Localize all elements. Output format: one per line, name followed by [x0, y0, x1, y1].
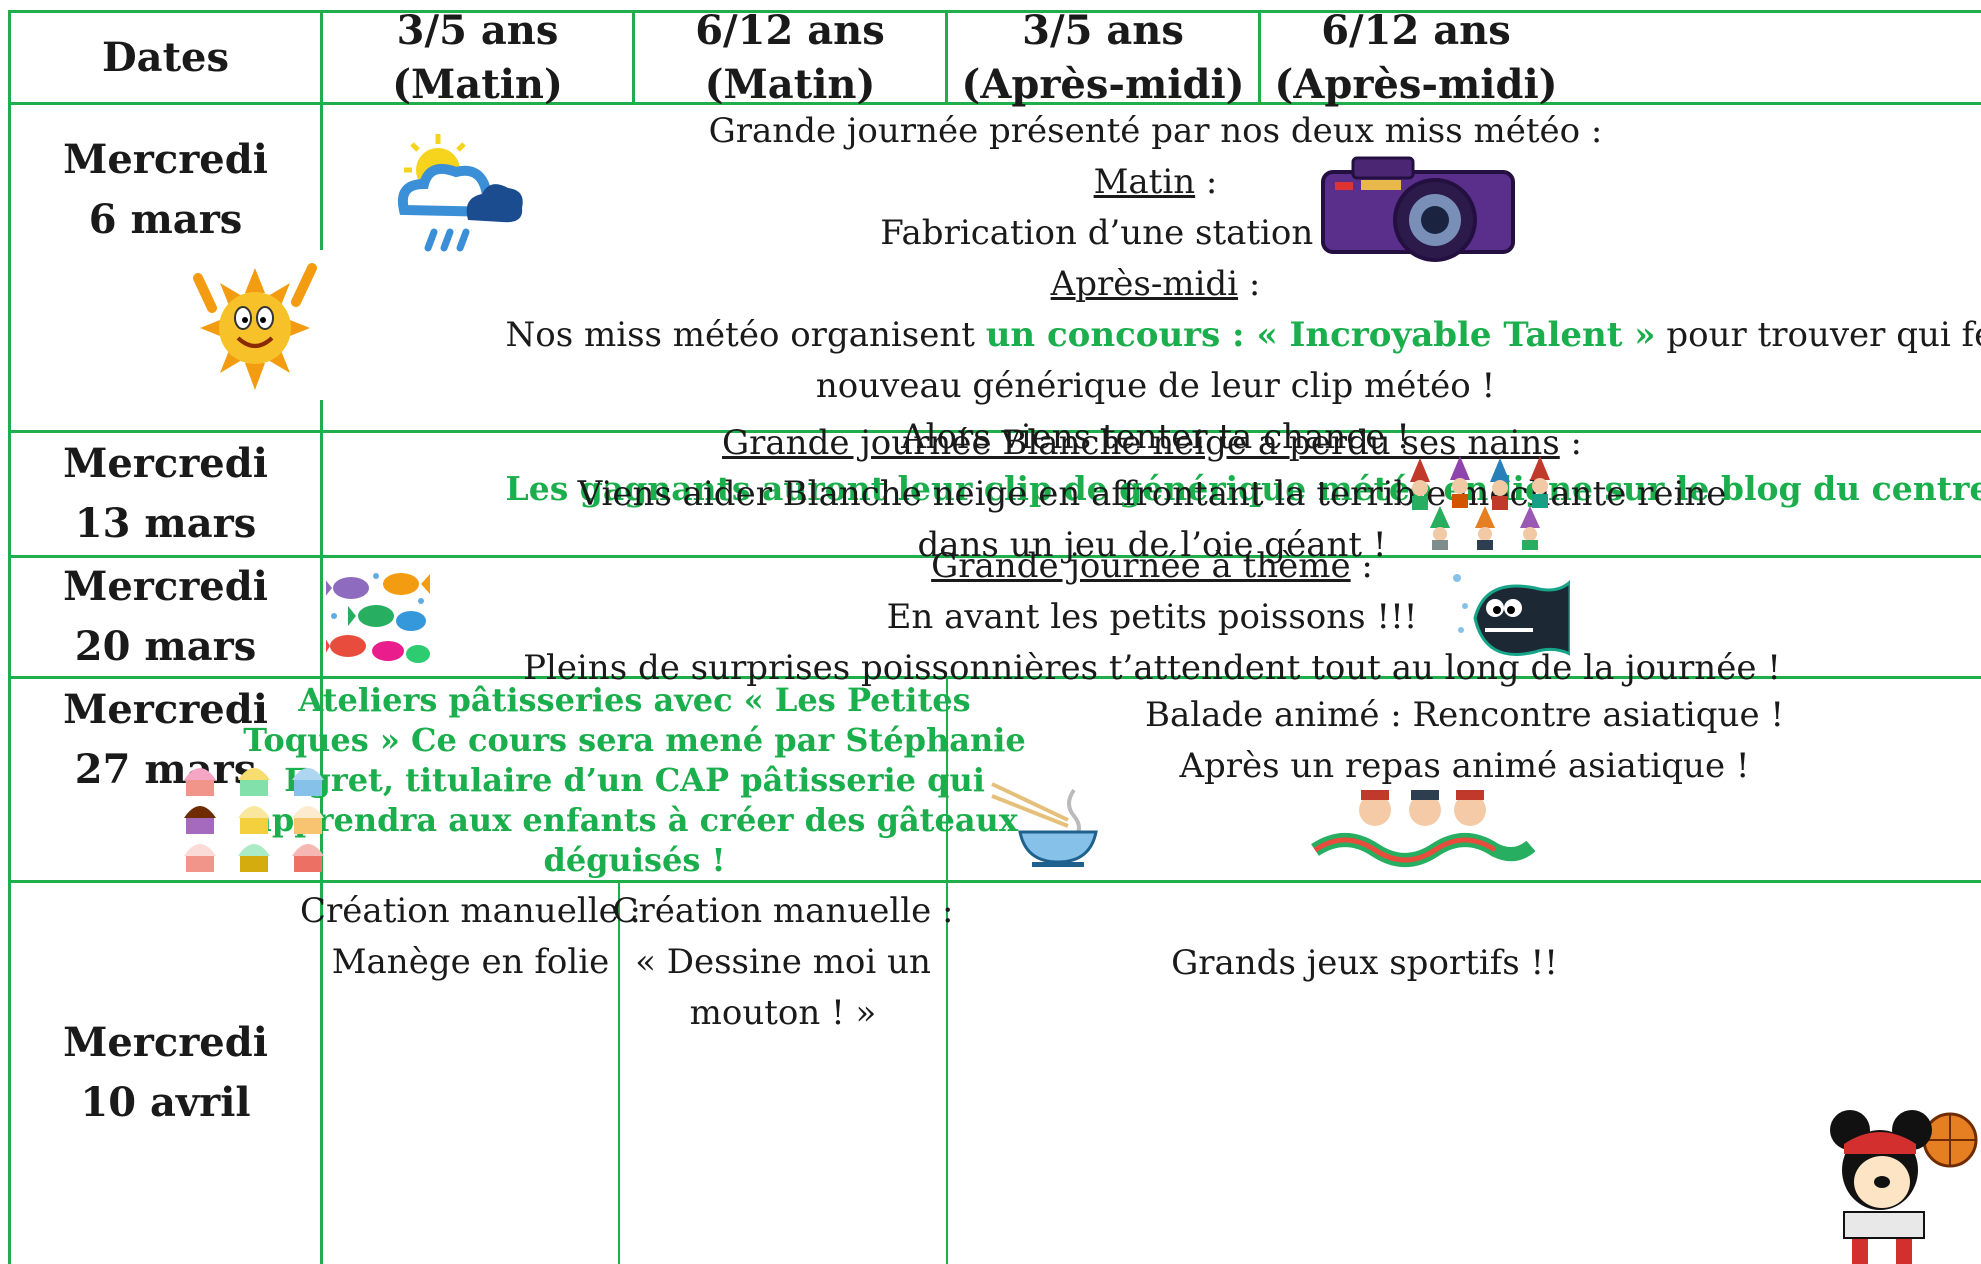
date-day: Mercredi: [63, 136, 268, 183]
mickey-basketball-icon: [1830, 1110, 1978, 1264]
row-13-mars-line2: Viens aider Blanche neige en affrontant …: [577, 473, 1727, 514]
header-dates: Dates: [11, 13, 320, 102]
apm-suffix: :: [1238, 264, 1261, 304]
matin-label: Matin: [1093, 162, 1196, 202]
black-fish-icon: [1453, 574, 1570, 656]
grid-line: [8, 102, 1981, 105]
row-20-mars-title: Grande journée à thème :: [502, 541, 1802, 592]
fish-group-icon: [326, 573, 430, 663]
grid-line: [1258, 10, 1261, 104]
grid-line: [8, 10, 11, 1264]
contest-pre: Nos miss météo organisent: [505, 315, 986, 355]
header-period: (Après-midi): [961, 60, 1245, 108]
date-value: 6 mars: [88, 196, 243, 243]
row-10-avril-afternoon: Grands jeux sportifs !!: [948, 883, 1781, 1043]
row-6-mars-line6: nouveau générique de leur clip météo !: [815, 366, 1496, 406]
dwarfs-icon: [1410, 456, 1550, 550]
afternoon-line: Grands jeux sportifs !!: [1171, 942, 1558, 983]
grid-line: [632, 10, 635, 104]
grid-line: [320, 10, 323, 250]
afternoon-line: Après un repas animé asiatique !: [1179, 746, 1750, 786]
row-6-mars-apm: Après-midi :: [506, 259, 1806, 310]
grid-line: [8, 676, 1981, 679]
grid-line: [945, 10, 948, 104]
title-underlined: Grande journée à thème: [931, 545, 1351, 586]
date-cell-13-mars: Mercredi 13 mars: [11, 433, 320, 555]
morning-line: déguisés !: [543, 841, 726, 879]
date-value: 20 mars: [74, 623, 257, 670]
date-cell-10-avril: Mercredi 10 avril: [11, 883, 320, 1264]
row-10-avril-col1: Création manuelle : Manège en folie: [300, 886, 641, 1006]
grid-line: [8, 10, 1981, 13]
grid-line: [8, 880, 1981, 883]
row-20-mars-line2: En avant les petits poissons !!!: [886, 596, 1418, 637]
title-underlined: Grande journée Blanche neige a perdu ses…: [721, 422, 1560, 463]
activity-line: Manège en folie: [331, 942, 610, 982]
morning-line: Ateliers pâtisseries avec « Les Petites: [298, 681, 971, 719]
row-6-mars-matin: Matin :: [506, 157, 1806, 208]
dragon-dance-icon: [1311, 790, 1535, 867]
date-cell-20-mars: Mercredi 20 mars: [11, 558, 320, 676]
grid-line: [946, 678, 948, 1264]
morning-line: Toques » Ce cours sera mené par Stéphani…: [243, 721, 1026, 759]
date-cell-27-mars: Mercredi 27 mars: [11, 680, 320, 793]
header-col-2: 6/12 ans (Matin): [635, 7, 945, 108]
apm-label: Après-midi: [1050, 264, 1239, 304]
row-27-mars-afternoon: Balade animé : Rencontre asiatique ! Apr…: [948, 690, 1981, 790]
noodle-bowl-icon: [991, 782, 1098, 867]
morning-line: Egret, titulaire d’un CAP pâtisserie qui: [284, 761, 985, 799]
afternoon-line: Balade animé : Rencontre asiatique !: [1144, 695, 1785, 735]
row-20-mars-content: Grande journée à thème : En avant les pe…: [323, 546, 1981, 688]
row-6-mars-winners: Les gagnants auront leur clip de génériq…: [505, 469, 1981, 508]
date-day: Mercredi: [63, 440, 268, 487]
contest-post: pour trouver qui fera le: [1666, 315, 1981, 355]
date-day: Mercredi: [63, 563, 268, 610]
header-col-3: 3/5 ans (Après-midi): [948, 7, 1258, 108]
header-age: 3/5 ans: [1022, 6, 1184, 54]
contest-highlight: un concours : « Incroyable Talent »: [985, 315, 1656, 355]
smiling-sun-icon: [193, 263, 317, 390]
activity-line: Création manuelle :: [300, 891, 641, 931]
cupcakes-icon: [184, 768, 324, 872]
activity-line: Création manuelle :: [612, 891, 954, 931]
header-col-1: 3/5 ans (Matin): [323, 7, 632, 108]
row-6-mars-line7: Alors viens tenter ta chance !: [901, 417, 1410, 457]
activity-line: mouton ! »: [689, 993, 877, 1033]
date-day: Mercredi: [63, 686, 268, 733]
title-suffix: :: [1350, 545, 1373, 586]
header-period: (Après-midi): [1274, 60, 1558, 108]
title-suffix: :: [1559, 422, 1583, 463]
header-period: (Matin): [704, 60, 876, 108]
grid-line: [618, 882, 620, 1264]
header-age: 3/5 ans: [396, 6, 559, 54]
row-6-mars-matin-activity: Fabrication d’une station météo: [880, 213, 1431, 253]
row-10-avril-col2: Création manuelle : « Dessine moi un mou…: [613, 886, 954, 1046]
sun-cloud-rain-icon: [398, 134, 523, 252]
row-6-mars-intro: Grande journée présenté par nos deux mis…: [708, 111, 1603, 151]
matin-suffix: :: [1195, 162, 1218, 202]
morning-line: apprendra aux enfants à créer des gâteau…: [251, 801, 1018, 839]
header-period: (Matin): [392, 60, 563, 108]
header-age: 6/12 ans: [695, 6, 885, 54]
row-13-mars-content: Grande journée Blanche neige a perdu ses…: [323, 423, 1981, 565]
header-col-4: 6/12 ans (Après-midi): [1261, 7, 1571, 108]
row-6-mars-content: Grande journée présenté par nos deux mis…: [330, 106, 1981, 508]
row-13-mars-line3: dans un jeu de l’oie géant !: [917, 524, 1387, 565]
row-13-mars-title: Grande journée Blanche neige a perdu ses…: [502, 418, 1802, 469]
row-27-mars-morning: Ateliers pâtisseries avec « Les Petites …: [243, 680, 1025, 880]
date-value: 27 mars: [74, 746, 257, 793]
grid-line: [8, 430, 1981, 433]
header-age: 6/12 ans: [1321, 6, 1511, 54]
date-value: 13 mars: [74, 500, 257, 547]
activity-line: « Dessine moi un: [635, 942, 931, 982]
grid-line: [8, 555, 1981, 558]
date-value: 10 avril: [80, 1079, 251, 1126]
row-20-mars-line3: Pleins de surprises poissonnières t’atte…: [523, 647, 1781, 688]
row-6-mars-contest: Nos miss météo organisent un concours : …: [505, 310, 1981, 361]
date-cell-6-mars: Mercredi 6 mars: [11, 130, 320, 250]
date-day: Mercredi: [63, 1019, 268, 1066]
camera-icon: [1321, 156, 1515, 262]
header-dates-label: Dates: [101, 33, 230, 81]
